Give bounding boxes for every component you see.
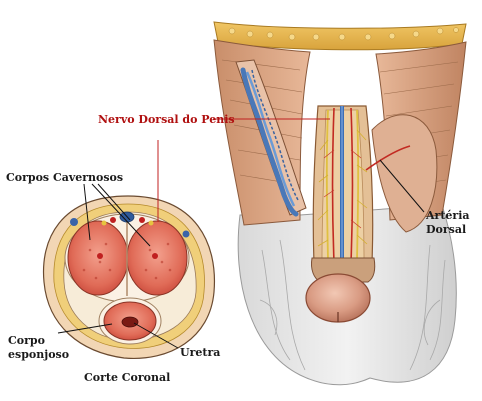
cavernous-spaces: [82, 242, 172, 280]
dorsal-artery-xs-left: [110, 217, 116, 223]
leader-cavernosos-1: [83, 183, 91, 241]
urethra: [121, 316, 139, 328]
leader-arteria: [379, 159, 425, 213]
leader-cavernosos-2: [91, 183, 151, 247]
dorsal-artery-left: [331, 107, 335, 263]
label-arteria-line2: Dorsal: [426, 223, 466, 236]
fat-lobules: [228, 27, 459, 41]
leader-lines: [57, 118, 425, 349]
leader-cavernosos-3: [97, 183, 131, 221]
superficial-vein-right: [182, 230, 190, 238]
leader-uretra: [133, 322, 179, 349]
superficial-vein-left: [70, 218, 78, 226]
scrotum-folds: [259, 239, 446, 371]
dorsal-artery-xs-right: [139, 217, 145, 223]
label-corpo-line1: Corpo: [8, 334, 45, 347]
leader-esponjoso: [57, 323, 113, 334]
dorsal-artery-right: [350, 107, 354, 263]
label-corpos-cavernosos: Corpos Cavernosos: [6, 171, 123, 184]
label-uretra: Uretra: [180, 346, 220, 359]
label-arteria-line1: Artéria: [425, 209, 470, 222]
deep-artery-left: [97, 253, 103, 259]
nerve-branches: [317, 129, 368, 247]
pampiniform-plexus: [240, 67, 299, 217]
superficial-artery: [365, 145, 411, 171]
label-corpo-line2: esponjoso: [8, 348, 69, 361]
dorsal-nerve-left: [325, 109, 329, 261]
deep-artery-right: [152, 253, 158, 259]
anterior-view: [213, 21, 467, 386]
dorsal-nerve-right: [356, 109, 360, 261]
artery-branches: [323, 149, 362, 229]
label-corte-coronal: Corte Coronal: [84, 371, 170, 384]
right-testis-region: [371, 114, 438, 233]
label-nervo-dorsal: Nervo Dorsal do Penis: [98, 113, 235, 126]
dorsal-nerve-xs-right: [148, 220, 154, 226]
dorsal-nerve-xs-left: [101, 220, 107, 226]
cross-section: [42, 195, 216, 360]
